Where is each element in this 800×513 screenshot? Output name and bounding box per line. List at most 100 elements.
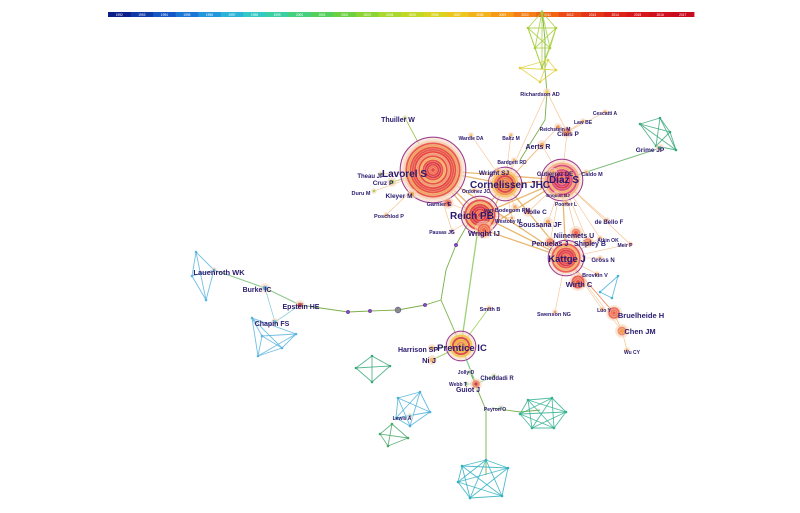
author-node-enquist[interactable] xyxy=(552,190,560,198)
clique-node[interactable] xyxy=(546,58,550,62)
author-node-aerts[interactable] xyxy=(536,139,548,151)
author-node-debello[interactable] xyxy=(603,216,611,224)
author-node-violle[interactable] xyxy=(522,206,534,218)
author-node-chapin[interactable] xyxy=(270,317,280,327)
author-node-kleyer[interactable] xyxy=(406,188,418,200)
author-node-poschlod[interactable] xyxy=(382,211,390,219)
author-node-penuelas[interactable] xyxy=(543,235,557,249)
author-node-jolly[interactable] xyxy=(466,368,474,376)
author-node-wright_sj[interactable] xyxy=(493,166,503,176)
author-node-guiot[interactable] xyxy=(469,377,483,391)
clique-node[interactable] xyxy=(408,424,412,428)
author-node-wardle[interactable] xyxy=(467,131,475,139)
author-node-richardson[interactable] xyxy=(542,87,552,97)
author-node-lauenroth[interactable] xyxy=(210,266,218,274)
clique-node[interactable] xyxy=(674,148,678,152)
clique-node[interactable] xyxy=(418,390,422,394)
author-node-smith[interactable] xyxy=(485,304,493,312)
clique-node[interactable] xyxy=(530,426,534,430)
clique-node[interactable] xyxy=(638,122,642,126)
author-node-shipley[interactable] xyxy=(581,235,595,249)
clique-node[interactable] xyxy=(668,130,672,134)
author-node-niinemets[interactable] xyxy=(568,225,584,241)
bridge-node[interactable] xyxy=(346,310,351,315)
author-node-poorter[interactable] xyxy=(561,198,571,208)
clique-node[interactable] xyxy=(538,80,542,84)
author-node-ciais[interactable] xyxy=(560,125,574,139)
author-node-gutierrez[interactable] xyxy=(548,167,558,177)
clique-node[interactable] xyxy=(526,26,530,30)
clique-node[interactable] xyxy=(370,380,374,384)
clique-node[interactable] xyxy=(552,426,556,430)
clique-node[interactable] xyxy=(460,464,464,468)
clique-node[interactable] xyxy=(256,354,260,358)
author-node-thenw[interactable] xyxy=(377,170,385,178)
author-node-webb[interactable] xyxy=(462,380,470,388)
author-node-lewis[interactable] xyxy=(406,412,414,420)
clique-node[interactable] xyxy=(484,458,488,462)
clique-node[interactable] xyxy=(260,334,264,338)
author-node-soussana[interactable] xyxy=(542,216,554,228)
clique-node[interactable] xyxy=(354,366,358,370)
clique-node[interactable] xyxy=(548,46,552,50)
clique-node[interactable] xyxy=(406,436,410,440)
bridge-node[interactable] xyxy=(368,309,373,314)
author-node-garnier[interactable] xyxy=(441,196,455,210)
clique-node[interactable] xyxy=(518,66,522,70)
clique-node[interactable] xyxy=(610,296,614,300)
author-node-wirth[interactable] xyxy=(568,272,588,292)
author-node-bruelheide[interactable] xyxy=(605,304,623,322)
author-node-lavorel[interactable] xyxy=(399,136,467,204)
clique-node[interactable] xyxy=(194,250,198,254)
author-node-vanbodegom[interactable] xyxy=(510,202,520,212)
author-node-law[interactable] xyxy=(579,117,587,125)
author-node-meir[interactable] xyxy=(626,240,634,248)
author-node-chen[interactable] xyxy=(614,323,630,339)
author-node-gross[interactable] xyxy=(596,254,604,262)
clique-node[interactable] xyxy=(378,432,382,436)
clique-node[interactable] xyxy=(550,396,554,400)
author-node-cornelissen[interactable] xyxy=(487,166,523,202)
author-node-wu[interactable] xyxy=(623,346,631,354)
bridge-node[interactable] xyxy=(423,303,428,308)
bridge-node[interactable] xyxy=(394,306,402,314)
author-node-ordonez[interactable] xyxy=(470,186,478,194)
author-node-cescatti[interactable] xyxy=(601,108,609,116)
author-node-luo[interactable] xyxy=(598,305,606,313)
author-node-swenson[interactable] xyxy=(551,308,559,316)
author-node-kattge[interactable] xyxy=(547,239,585,277)
author-node-reichstein[interactable] xyxy=(553,122,563,132)
author-node-harrison[interactable] xyxy=(427,343,437,353)
clique-node[interactable] xyxy=(396,396,400,400)
author-node-burke[interactable] xyxy=(259,282,271,294)
author-node-cheddadi[interactable] xyxy=(490,372,498,380)
clique-node[interactable] xyxy=(456,480,460,484)
clique-node[interactable] xyxy=(280,346,284,350)
clique-node[interactable] xyxy=(394,416,398,420)
author-node-prentice[interactable] xyxy=(445,330,477,362)
clique-node[interactable] xyxy=(468,496,472,500)
author-node-grime[interactable] xyxy=(655,143,665,153)
clique-node[interactable] xyxy=(616,274,620,278)
clique-node[interactable] xyxy=(190,274,194,278)
bridge-node[interactable] xyxy=(454,242,459,247)
clique-node[interactable] xyxy=(554,68,558,72)
author-node-atkin[interactable] xyxy=(596,234,604,242)
author-node-brovkin[interactable] xyxy=(593,270,601,278)
author-node-wright_ij[interactable] xyxy=(474,220,494,240)
author-node-westoby[interactable] xyxy=(508,214,516,222)
clique-node[interactable] xyxy=(428,410,432,414)
clique-node[interactable] xyxy=(658,116,662,120)
clique-node[interactable] xyxy=(526,398,530,402)
clique-node[interactable] xyxy=(598,290,602,294)
author-node-cuicido[interactable] xyxy=(582,168,590,176)
author-node-bardgett[interactable] xyxy=(510,156,518,164)
author-node-cruz[interactable] xyxy=(386,176,398,188)
clique-node[interactable] xyxy=(564,410,568,414)
clique-node[interactable] xyxy=(204,298,208,302)
author-node-ni[interactable] xyxy=(426,354,438,366)
clique-node[interactable] xyxy=(390,422,394,426)
clique-node[interactable] xyxy=(506,466,510,470)
clique-node[interactable] xyxy=(554,26,558,30)
